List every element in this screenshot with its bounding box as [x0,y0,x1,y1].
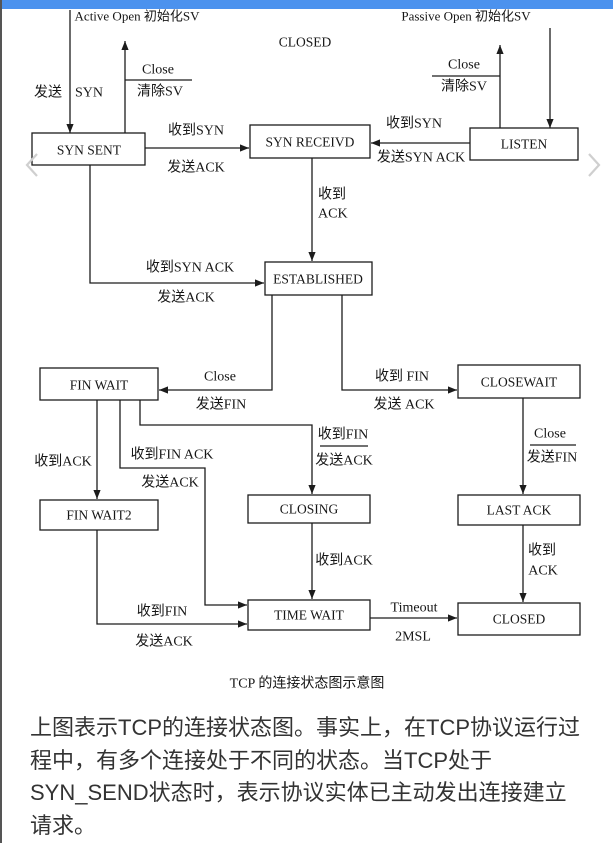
chevron-right-stroke [588,153,601,177]
chevron-right-icon [588,153,601,177]
state-time-wait: TIME WAIT [247,599,371,631]
time-wait-to-closed-action: 2MSL [395,630,431,645]
listen-to-syn-receivd-event: 收到SYN [386,116,442,132]
state-box [247,599,371,631]
chevron-left-stroke [25,153,38,177]
state-box [457,494,581,526]
transition-fin-wait2-to-time-wait-line [96,530,247,628]
active-open-syn-label: SYN [75,86,103,101]
active-open-label: Active Open 初始化SV [75,9,201,24]
tcp-state-diagram: Active Open 初始化SV Passive Open 初始化SV CLO… [31,8,581,692]
closewait-to-last-ack-action: 发送FIN [527,450,578,466]
state-box [457,602,581,636]
article-paragraph: 上图表示TCP的连接状态图。事实上，在TCP协议运行过 程中，有多个连接处于不同… [30,712,600,842]
state-label: SYN RECEIVD [266,135,355,150]
state-closewait: CLOSEWAIT [457,364,581,399]
close-from-listen-action: 清除SV [441,79,487,95]
state-label: CLOSED [493,612,546,627]
state-closed: CLOSED [457,602,581,636]
state-syn-sent: SYN SENT [31,132,146,166]
transition-established-to-fin-wait-line [159,295,273,394]
state-box [264,261,373,296]
close-from-syn-sent-event: Close [142,63,174,78]
state-label: TIME WAIT [274,608,345,623]
last-ack-to-closed-line2: ACK [528,564,558,579]
passive-open-label: Passive Open 初始化SV [401,9,531,24]
state-box [457,364,581,399]
state-label: SYN SENT [57,143,122,158]
chevron-left-icon [25,153,38,177]
carousel-next-button[interactable] [586,152,602,178]
fin-wait2-to-time-wait-event: 收到FIN [137,604,188,620]
state-label: LAST ACK [487,503,552,518]
article-line: 请求。 [30,812,97,838]
close-from-listen-event: Close [448,58,480,73]
syn-sent-to-established-event: 收到SYN ACK [146,260,234,276]
transition-established-to-closewait-line [341,295,457,394]
fin-wait-to-closing-action: 发送ACK [315,453,373,469]
state-box [247,494,371,524]
state-closed-top-label: CLOSED [279,35,332,50]
state-label: LISTEN [501,137,548,152]
close-from-syn-sent-action: 清除SV [137,84,183,100]
fin-wait-to-time-wait-event: 收到FIN ACK [131,447,214,463]
listen-to-syn-receivd-action: 发送SYN ACK [377,150,465,166]
state-fin-wait: FIN WAIT [39,367,159,401]
closewait-to-last-ack-event: Close [534,427,566,442]
syn-receivd-to-established-line2: ACK [318,207,348,222]
fin-wait-to-closing-event: 收到FIN [318,427,369,443]
state-listen: LISTEN [469,127,579,161]
syn-sent-to-syn-receivd-event: 收到SYN [168,123,224,139]
state-box [39,499,159,531]
syn-receivd-to-established-line1: 收到 [318,187,346,203]
syn-sent-to-established-action: 发送ACK [157,290,215,306]
state-box [469,127,579,161]
fin-wait-to-time-wait-action: 发送ACK [141,475,199,491]
state-label: ESTABLISHED [273,272,363,287]
fin-wait2-to-time-wait-action: 发送ACK [135,634,193,650]
state-box [39,367,159,401]
state-label: CLOSING [280,502,339,517]
article-line: SYN_SEND状态时，表示协议实体已主动发出连接建立 [30,780,567,805]
state-box [249,124,371,159]
closing-to-time-wait-event: 收到ACK [315,553,373,569]
tcp-state-diagram-svg: Active Open 初始化SV Passive Open 初始化SV CLO… [31,9,581,692]
top-bar [0,0,613,9]
fin-wait-to-fin-wait2-event: 收到ACK [34,454,92,470]
active-open-send-label: 发送 [34,85,62,101]
established-to-closewait-event: 收到 FIN [375,369,429,385]
established-to-closewait-action: 发送 ACK [373,397,434,413]
screen-left-edge [0,0,2,843]
state-label: FIN WAIT2 [66,508,131,523]
time-wait-to-closed-event: Timeout [391,601,438,616]
article-line: 上图表示TCP的连接状态图。事实上，在TCP协议运行过 [30,715,581,740]
state-box [31,132,146,166]
state-closing: CLOSING [247,494,371,524]
state-established: ESTABLISHED [264,261,373,296]
syn-sent-to-syn-receivd-action: 发送ACK [167,160,225,176]
transition-fin-wait-to-closing-line [139,400,316,494]
state-label: FIN WAIT [70,378,129,393]
established-to-fin-wait-action: 发送FIN [196,397,247,413]
transition-fin-wait-to-time-wait-line [119,400,247,609]
state-label: CLOSEWAIT [481,375,558,390]
state-syn-receivd: SYN RECEIVD [249,124,371,159]
carousel-prev-button[interactable] [24,152,40,178]
last-ack-to-closed-line1: 收到 [528,543,556,559]
state-fin-wait2: FIN WAIT2 [39,499,159,531]
state-last-ack: LAST ACK [457,494,581,526]
article-line: 程中，有多个连接处于不同的状态。当TCP处于 [30,747,493,773]
diagram-caption: TCP 的连接状态图示意图 [230,675,385,692]
established-to-fin-wait-event: Close [204,370,236,385]
transition-syn-sent-to-established-line [89,165,264,287]
